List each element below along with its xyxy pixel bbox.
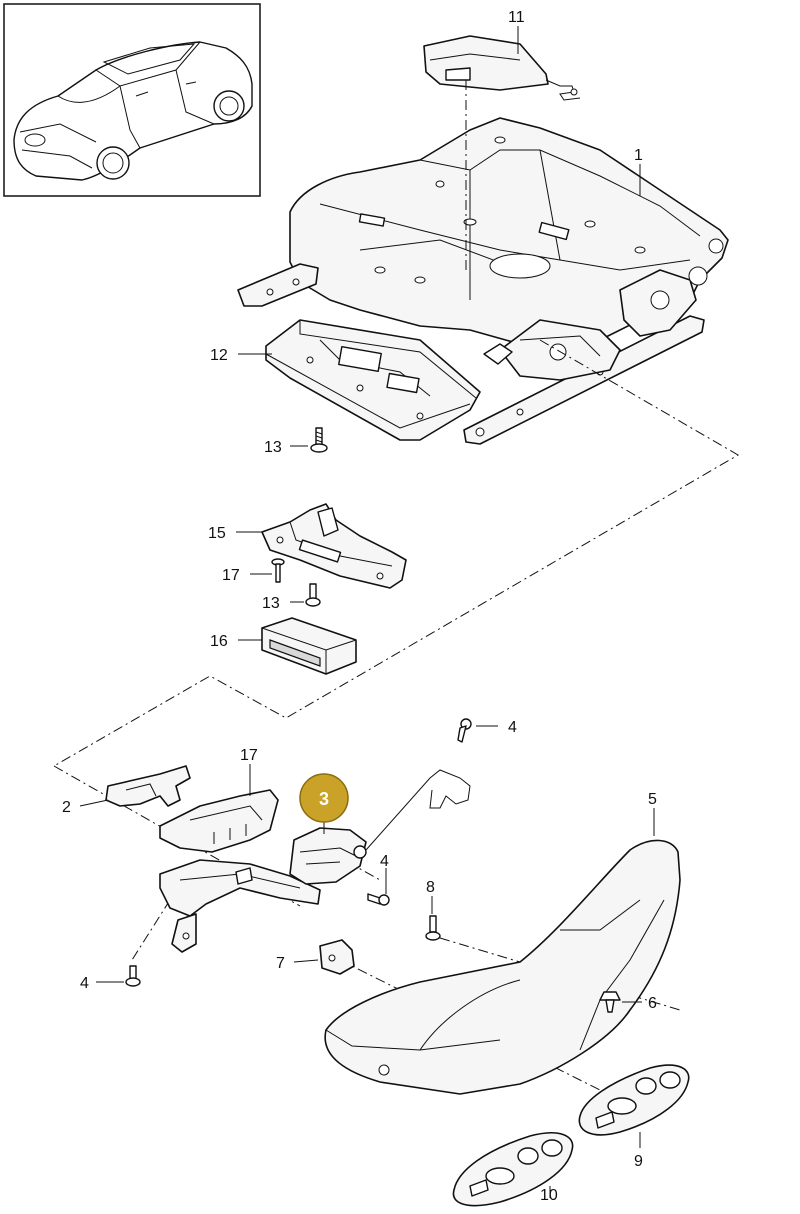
label-17-upper[interactable]: 17 — [222, 567, 240, 584]
mirror-switch-part-3 — [289, 769, 471, 885]
label-7[interactable]: 7 — [276, 955, 285, 972]
label-9[interactable]: 9 — [634, 1153, 643, 1170]
control-unit-part-16 — [261, 617, 357, 675]
car-illustration — [13, 41, 253, 181]
screw-17-upper — [271, 558, 285, 583]
label-6[interactable]: 6 — [648, 995, 657, 1012]
screw-4-middle — [367, 893, 390, 906]
screw-4-left — [125, 965, 141, 987]
push-clip-part-6 — [599, 991, 621, 1013]
leader-lines — [79, 26, 655, 1198]
label-15[interactable]: 15 — [208, 525, 226, 542]
cover-part-11 — [423, 35, 581, 101]
callout-labels: 11 1 12 13 15 17 13 16 4 17 2 5 4 8 7 4 … — [62, 9, 657, 1204]
bracket-part-15 — [261, 503, 407, 589]
label-13-upper[interactable]: 13 — [264, 439, 282, 456]
label-8[interactable]: 8 — [426, 879, 435, 896]
label-3[interactable]: 3 — [319, 789, 329, 809]
switch-panel-part-10 — [452, 1132, 574, 1207]
label-5[interactable]: 5 — [648, 791, 657, 808]
label-2[interactable]: 2 — [62, 799, 71, 816]
label-4-left[interactable]: 4 — [80, 975, 89, 992]
screw-4-top — [457, 718, 472, 743]
screw-13-middle — [305, 583, 321, 607]
bracket-part-2 — [105, 765, 191, 807]
screw-part-8 — [425, 915, 441, 941]
cover-part-17-lower — [159, 789, 279, 853]
label-4-top[interactable]: 4 — [508, 719, 517, 736]
label-17-lower[interactable]: 17 — [240, 747, 258, 764]
vehicle-thumbnail — [3, 3, 261, 197]
seat-frame-part-1 — [237, 117, 729, 445]
label-16[interactable]: 16 — [210, 633, 228, 650]
label-13-middle[interactable]: 13 — [262, 595, 280, 612]
label-12[interactable]: 12 — [210, 347, 228, 364]
tray-part-12 — [265, 319, 481, 441]
label-1[interactable]: 1 — [634, 147, 643, 164]
label-11[interactable]: 11 — [508, 9, 525, 26]
label-4-middle[interactable]: 4 — [380, 853, 389, 870]
highlighted-callout-3[interactable]: 3 — [299, 773, 349, 823]
switch-panel-part-9 — [578, 1064, 690, 1136]
screw-13-upper — [310, 427, 328, 453]
label-10[interactable]: 10 — [540, 1187, 558, 1204]
clip-part-7 — [319, 939, 355, 975]
side-trim-part-5 — [324, 839, 681, 1095]
lower-bracket-assembly — [159, 859, 321, 953]
